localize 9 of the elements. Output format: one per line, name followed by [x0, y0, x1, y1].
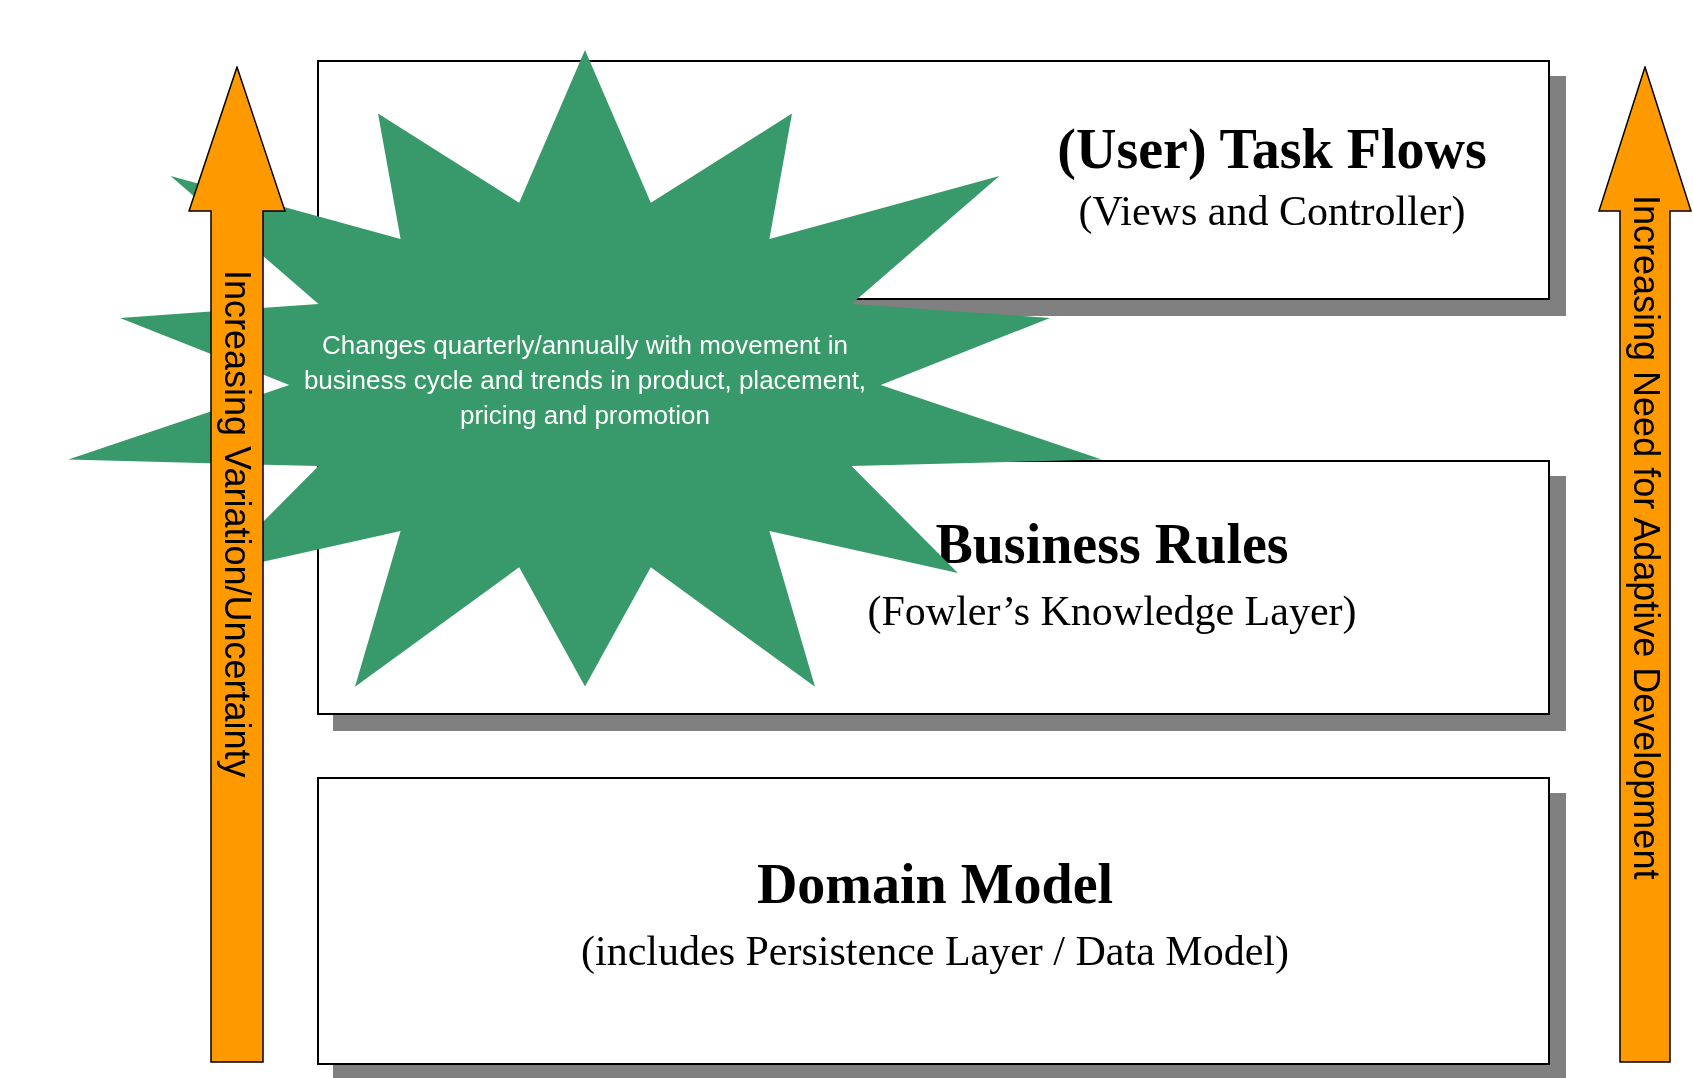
layer-title: Domain Model — [755, 852, 1115, 916]
layer-subtitle: (includes Persistence Layer / Data Model) — [580, 927, 1290, 975]
callout-text: Changes quarterly/annually with movement in business cycle and trends in product, placement, pricing and promotion — [302, 329, 868, 433]
layer-title: Business Rules — [934, 512, 1290, 576]
arrow-label: Increasing Variation/Uncertainty — [216, 270, 258, 778]
layer-subtitle: (Fowler’s Knowledge Layer) — [866, 587, 1358, 635]
layer-title: (User) Task Flows — [1056, 117, 1488, 181]
layer-box — [317, 777, 1550, 1065]
arrow-label: Increasing Need for Adaptive Development — [1625, 195, 1667, 880]
